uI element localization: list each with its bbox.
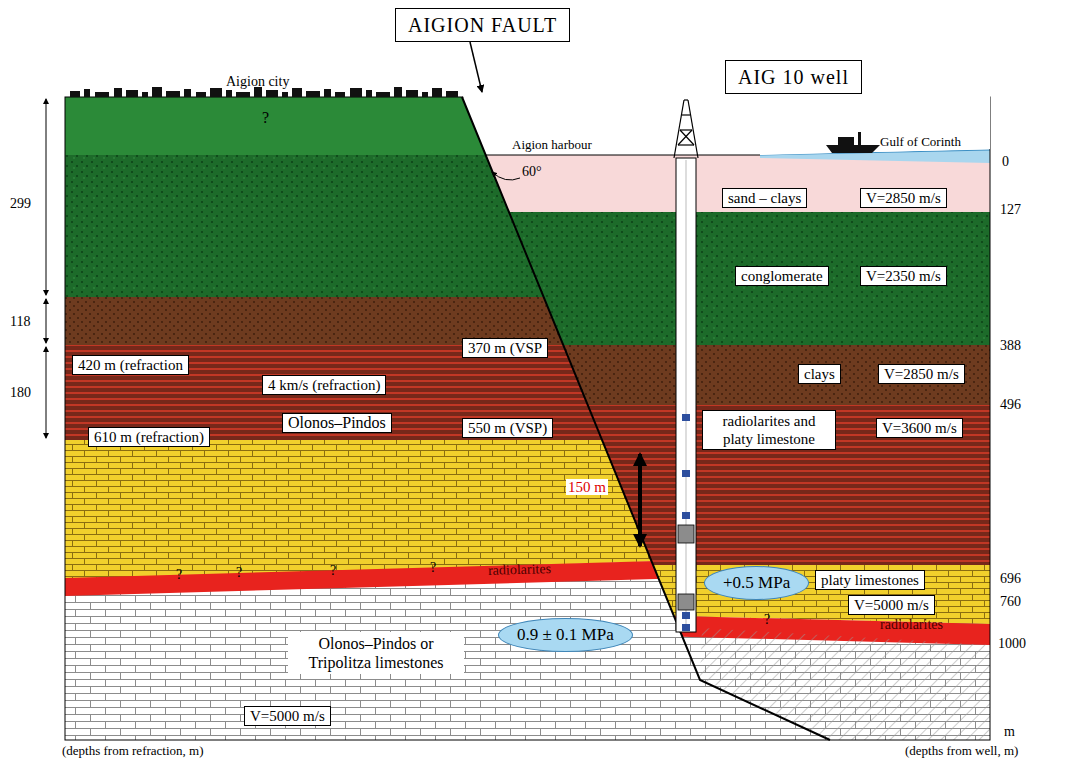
node-text: V=2850 m/s — [884, 365, 959, 383]
thickness-label: 299 — [10, 196, 31, 212]
node-text: 610 m (refraction) — [94, 428, 204, 446]
velocity-box: V=2350 m/s — [860, 266, 947, 286]
node-text: clays — [804, 365, 835, 383]
thickness-label: 118 — [10, 314, 30, 330]
place-label: Aigion city — [226, 74, 289, 90]
layer-box: conglomerate — [735, 266, 829, 286]
layer-label: radiolarites — [488, 561, 551, 579]
velocity-box: V=3600 m/s — [876, 418, 963, 438]
node-text: +0.5 MPa — [723, 573, 790, 593]
node-text: V=5000 m/s — [854, 596, 929, 614]
depth-tick: 388 — [1000, 338, 1021, 354]
well-name-box: AIG 10 well — [725, 60, 862, 94]
node-text: 370 m (VSP — [468, 339, 542, 357]
node-text: AIGION FAULT — [408, 13, 557, 37]
node-text: radiolarites and platy limestone — [708, 412, 830, 448]
velocity-box: V=2850 m/s — [860, 188, 947, 208]
unit-box: Olonos–Pindos — [282, 413, 392, 433]
node-text: 4 km/s (refraction) — [268, 376, 380, 394]
depth-tick: m — [1004, 724, 1015, 740]
node-text: 0.9 ± 0.1 MPa — [517, 625, 614, 645]
node-text: V=5000 m/s — [250, 707, 325, 725]
unit-box: Olonos–Pindos or Tripolitza limestones — [288, 632, 464, 674]
node-text: V=2350 m/s — [866, 267, 941, 285]
place-label: Gulf of Corinth — [880, 134, 961, 150]
depth-tick: 127 — [1000, 202, 1021, 218]
pressure-ellipse: 0.9 ± 0.1 MPa — [498, 618, 633, 652]
velocity-box: V=5000 m/s — [244, 706, 331, 726]
layer-box: platy limestones — [815, 570, 925, 590]
depth-tick: 496 — [1000, 397, 1021, 413]
question-mark: ? — [764, 612, 770, 628]
layer-box: radiolarites and platy limestone — [702, 410, 836, 450]
node-text: 420 m (refraction — [78, 356, 183, 374]
axis-note: (depths from well, m) — [905, 743, 1018, 759]
velocity-box: 4 km/s (refraction) — [262, 375, 386, 395]
depth-tick: 696 — [1000, 571, 1021, 587]
depth-box: 370 m (VSP — [462, 338, 548, 358]
axis-note: (depths from refraction, m) — [62, 743, 204, 759]
question-mark: ? — [236, 565, 242, 581]
node-text: V=2850 m/s — [866, 189, 941, 207]
title-box: AIGION FAULT — [395, 8, 570, 42]
velocity-box: V=2850 m/s — [878, 364, 965, 384]
depth-tick: 760 — [1000, 594, 1021, 610]
question-mark: ? — [176, 567, 182, 583]
depth-box: 420 m (refraction — [72, 355, 189, 375]
layer-label: radiolarites — [880, 617, 943, 633]
velocity-box: V=5000 m/s — [848, 595, 935, 615]
node-text: platy limestones — [821, 571, 919, 589]
question-mark: ? — [262, 110, 269, 126]
place-label: Aigion harbour — [512, 137, 592, 153]
node-text: 550 m (VSP) — [468, 419, 547, 437]
thickness-label: 150 m — [566, 479, 608, 495]
node-text: conglomerate — [741, 267, 823, 285]
node-text: AIG 10 well — [738, 65, 849, 89]
depth-tick: 1000 — [998, 636, 1026, 652]
node-text: Olonos–Pindos — [288, 414, 386, 432]
question-mark: ? — [330, 563, 336, 579]
node-text: V=3600 m/s — [882, 419, 957, 437]
node-text: Olonos–Pindos or Tripolitza limestones — [292, 634, 460, 672]
pressure-ellipse: +0.5 MPa — [704, 566, 809, 600]
layer-box: sand – clays — [722, 188, 807, 208]
depth-tick: 0 — [1002, 154, 1009, 170]
question-mark: ? — [430, 560, 436, 576]
depth-box: 550 m (VSP) — [462, 418, 553, 438]
thickness-label: 180 — [10, 385, 31, 401]
depth-box: 610 m (refraction) — [88, 427, 210, 447]
layer-box: clays — [798, 364, 841, 384]
angle-label: 60° — [522, 164, 542, 180]
node-text: sand – clays — [728, 189, 801, 207]
